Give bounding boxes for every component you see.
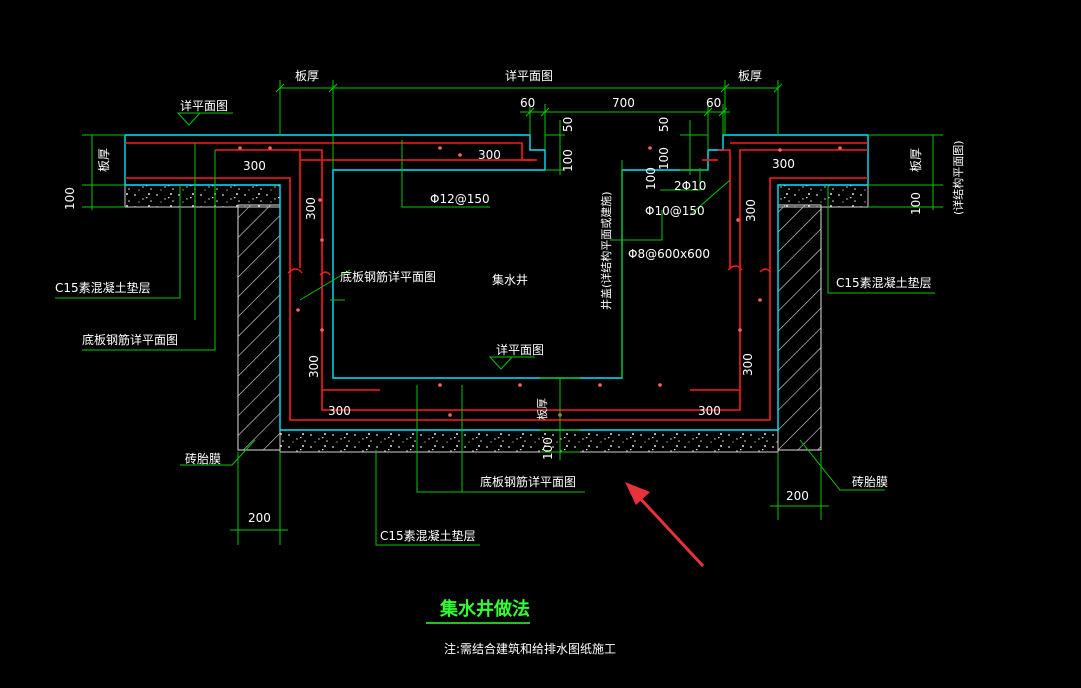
label-floor-rebar-left: 底板钢筋详平面图: [82, 332, 178, 347]
label-c15-bottom: C15素混凝土垫层: [380, 528, 476, 543]
rebar-lines: [125, 142, 868, 421]
label-rebar-phi12: Φ12@150: [430, 192, 490, 206]
label-rebar-2phi10: 2Φ10: [674, 179, 706, 193]
label-vertical-note: 井盖(详结构平面或建施): [599, 191, 613, 310]
label-bar-top-left-300: 300: [243, 159, 266, 173]
drawing-title: 集水井做法: [439, 598, 530, 620]
label-bar-bottom-left-300: 300: [328, 404, 351, 418]
label-c15-right: C15素混凝土垫层: [836, 275, 932, 290]
dim-700: 700: [612, 96, 635, 110]
dim-top-right-thickness: 板厚: [738, 69, 762, 83]
dim-200-left: 200: [248, 511, 271, 525]
dimension-lines: [55, 80, 943, 546]
drawing-labels: 详平面图 300 300 300 300 300 300 300 300 300…: [55, 98, 932, 543]
dim-50-left: 50: [561, 117, 575, 132]
dim-top-plan-detail: 详平面图: [505, 68, 553, 83]
dim-200-right: 200: [786, 489, 809, 503]
label-rebar-phi8: Φ8@600x600: [628, 247, 710, 261]
dim-60-left: 60: [520, 96, 535, 110]
dim-right-100: 100: [909, 192, 923, 215]
concrete-cushion: [124, 184, 869, 453]
annotation-arrow: [625, 482, 705, 568]
label-well-name: 集水井: [492, 272, 528, 287]
dim-100-right: 100: [657, 147, 671, 170]
label-bar-left-300: 300: [304, 197, 318, 220]
label-bar-top-mid-300: 300: [478, 148, 501, 162]
label-bar-top-right-300: 300: [772, 157, 795, 171]
dim-left-100: 100: [63, 187, 77, 210]
dim-right-plan-note: (详结构平面图): [951, 140, 965, 215]
label-bar-bottom-right-300: 300: [698, 404, 721, 418]
rebar-dots: [238, 146, 842, 417]
label-brick-left: 砖胎膜: [185, 451, 221, 466]
dim-bottom-100: 100: [541, 437, 555, 460]
label-bar-right-low-300: 300: [741, 353, 755, 376]
label-rebar-phi10: Φ10@150: [645, 204, 705, 218]
dim-100-left: 100: [561, 149, 575, 172]
brick-formwork: [237, 204, 822, 451]
title-block: 集水井做法 注:需结合建筑和给排水图纸施工: [426, 598, 616, 656]
dim-right-slab-thickness: 板厚: [909, 148, 923, 172]
label-c15-left: C15素混凝土垫层: [55, 280, 151, 295]
dim-50-right: 50: [657, 117, 671, 132]
label-bar-left-low-300: 300: [307, 355, 321, 378]
dim-100-center-right: 100: [644, 167, 658, 190]
label-plan-detail-left: 详平面图: [180, 98, 228, 113]
dim-top-left-thickness: 板厚: [295, 69, 319, 83]
dim-bottom-slab-thickness: 板厚: [535, 398, 549, 420]
label-floor-rebar-inside: 底板钢筋详平面图: [340, 269, 436, 284]
dimension-text: 板厚 详平面图 板厚 60 700 60 50 50 100 100 100 板…: [63, 68, 965, 525]
label-plan-detail-bottom: 详平面图: [496, 342, 544, 357]
dim-left-slab-thickness: 板厚: [97, 148, 111, 172]
dim-60-right: 60: [706, 96, 721, 110]
label-brick-right: 砖胎膜: [852, 474, 888, 489]
label-bar-right-300: 300: [744, 199, 758, 222]
label-floor-rebar-bottom: 底板钢筋详平面图: [480, 474, 576, 489]
drawing-note: 注:需结合建筑和给排水图纸施工: [444, 641, 616, 656]
